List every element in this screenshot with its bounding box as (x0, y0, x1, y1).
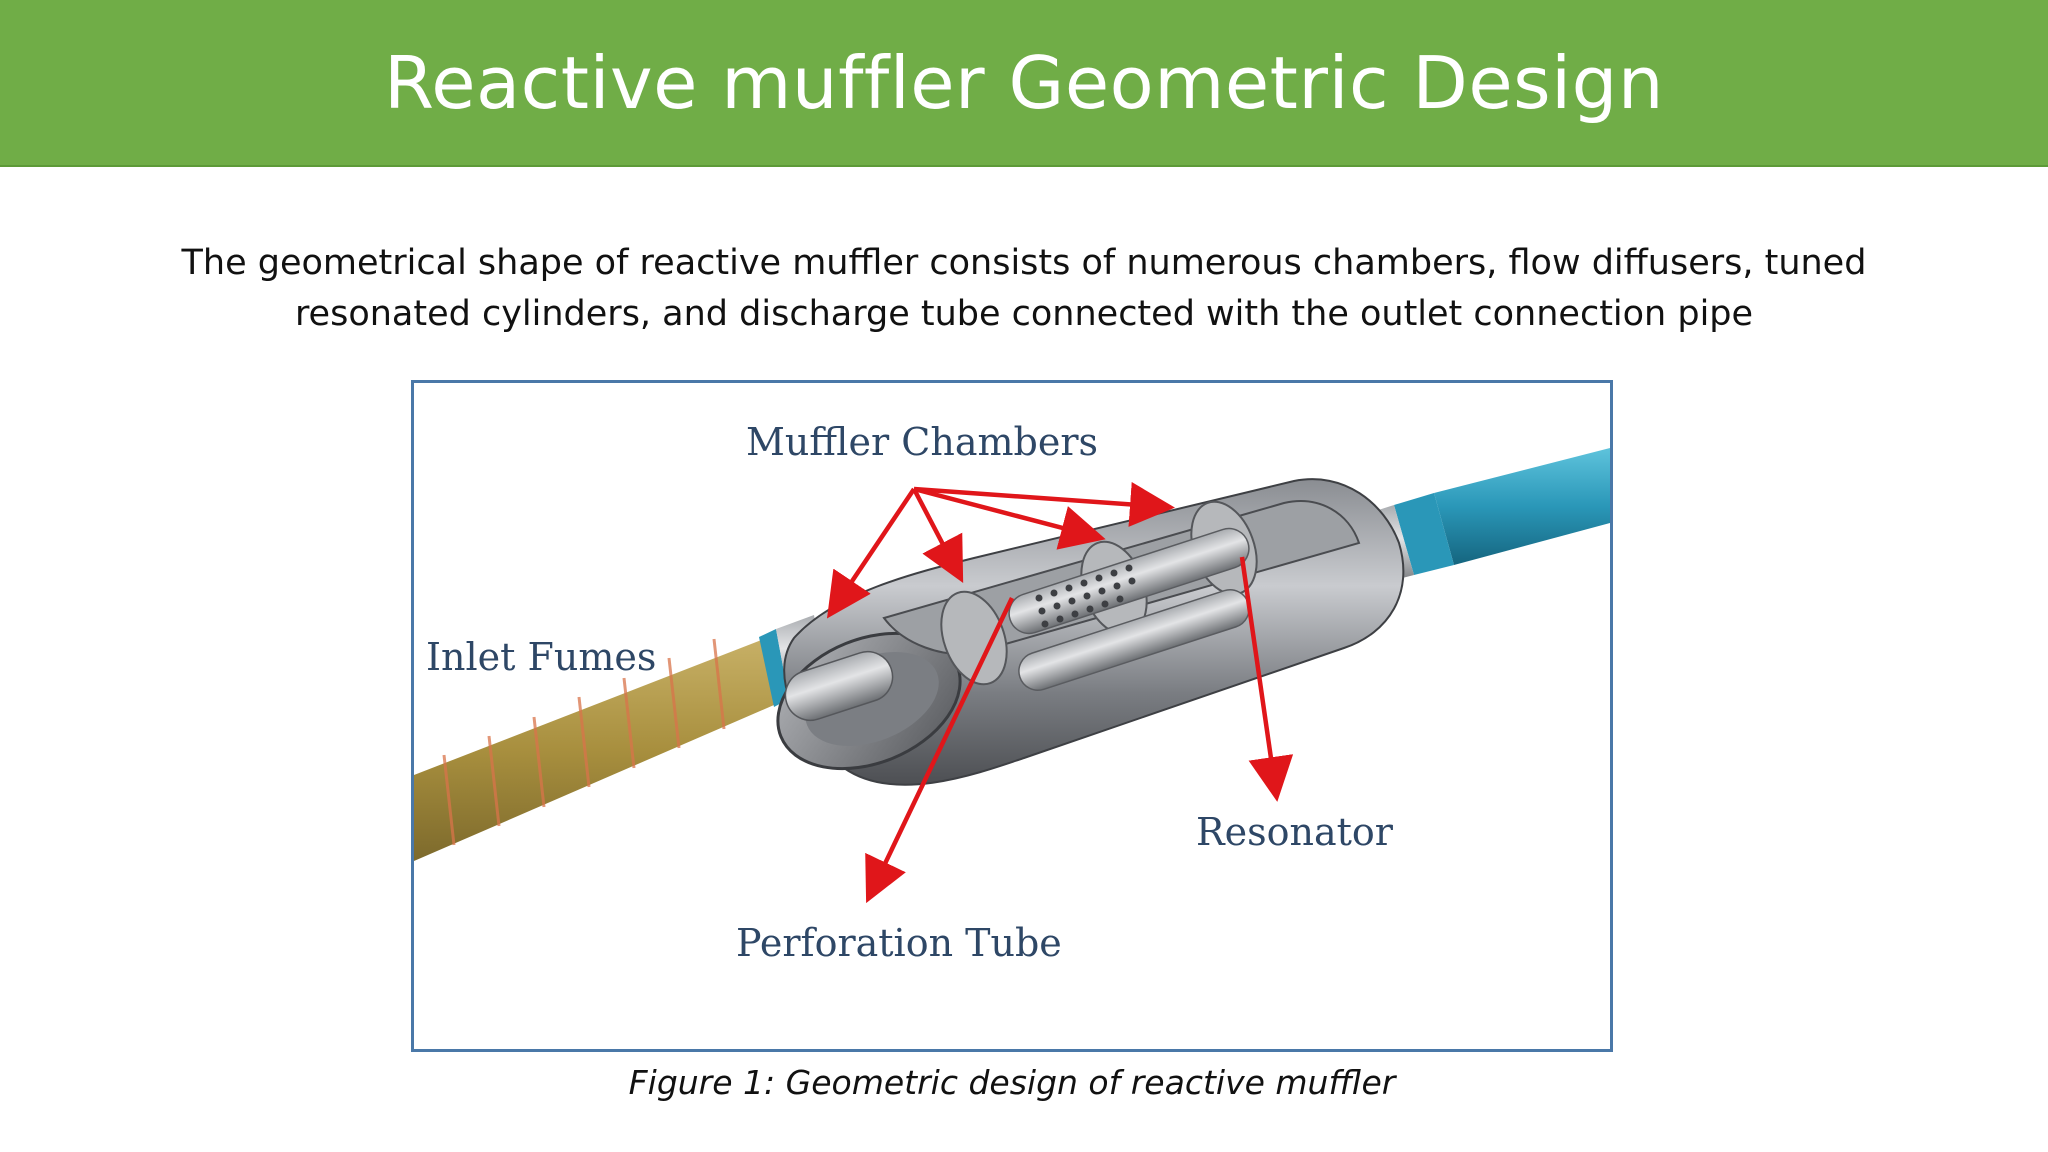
label-arrows (826, 481, 1294, 904)
label-inlet-fumes: Inlet Fumes (426, 635, 656, 679)
arrow-resonator (1239, 556, 1294, 802)
label-muffler-chambers: Muffler Chambers (746, 420, 1098, 464)
arrow-chamber-3 (913, 486, 1106, 550)
figure-caption: Figure 1: Geometric design of reactive m… (628, 1063, 1396, 1102)
muffler-body (776, 478, 1405, 786)
muffler-diagram: Muffler Chambers Inlet Fumes Resonator P… (414, 420, 1610, 965)
muffler-figure: Muffler Chambers Inlet Fumes Resonator P… (411, 380, 1613, 1052)
title-bar: Reactive muffler Geometric Design (0, 0, 2048, 167)
slide-title: Reactive muffler Geometric Design (383, 40, 1665, 125)
arrow-chamber-4 (913, 481, 1175, 527)
label-resonator: Resonator (1196, 810, 1394, 854)
slide-description: The geometrical shape of reactive muffle… (181, 243, 1867, 334)
label-perforation-tube: Perforation Tube (736, 921, 1062, 965)
arrow-perforation (865, 597, 1015, 904)
arrow-chamber-1 (826, 487, 916, 619)
arrow-chamber-2 (912, 487, 964, 583)
perforations (1035, 564, 1136, 628)
